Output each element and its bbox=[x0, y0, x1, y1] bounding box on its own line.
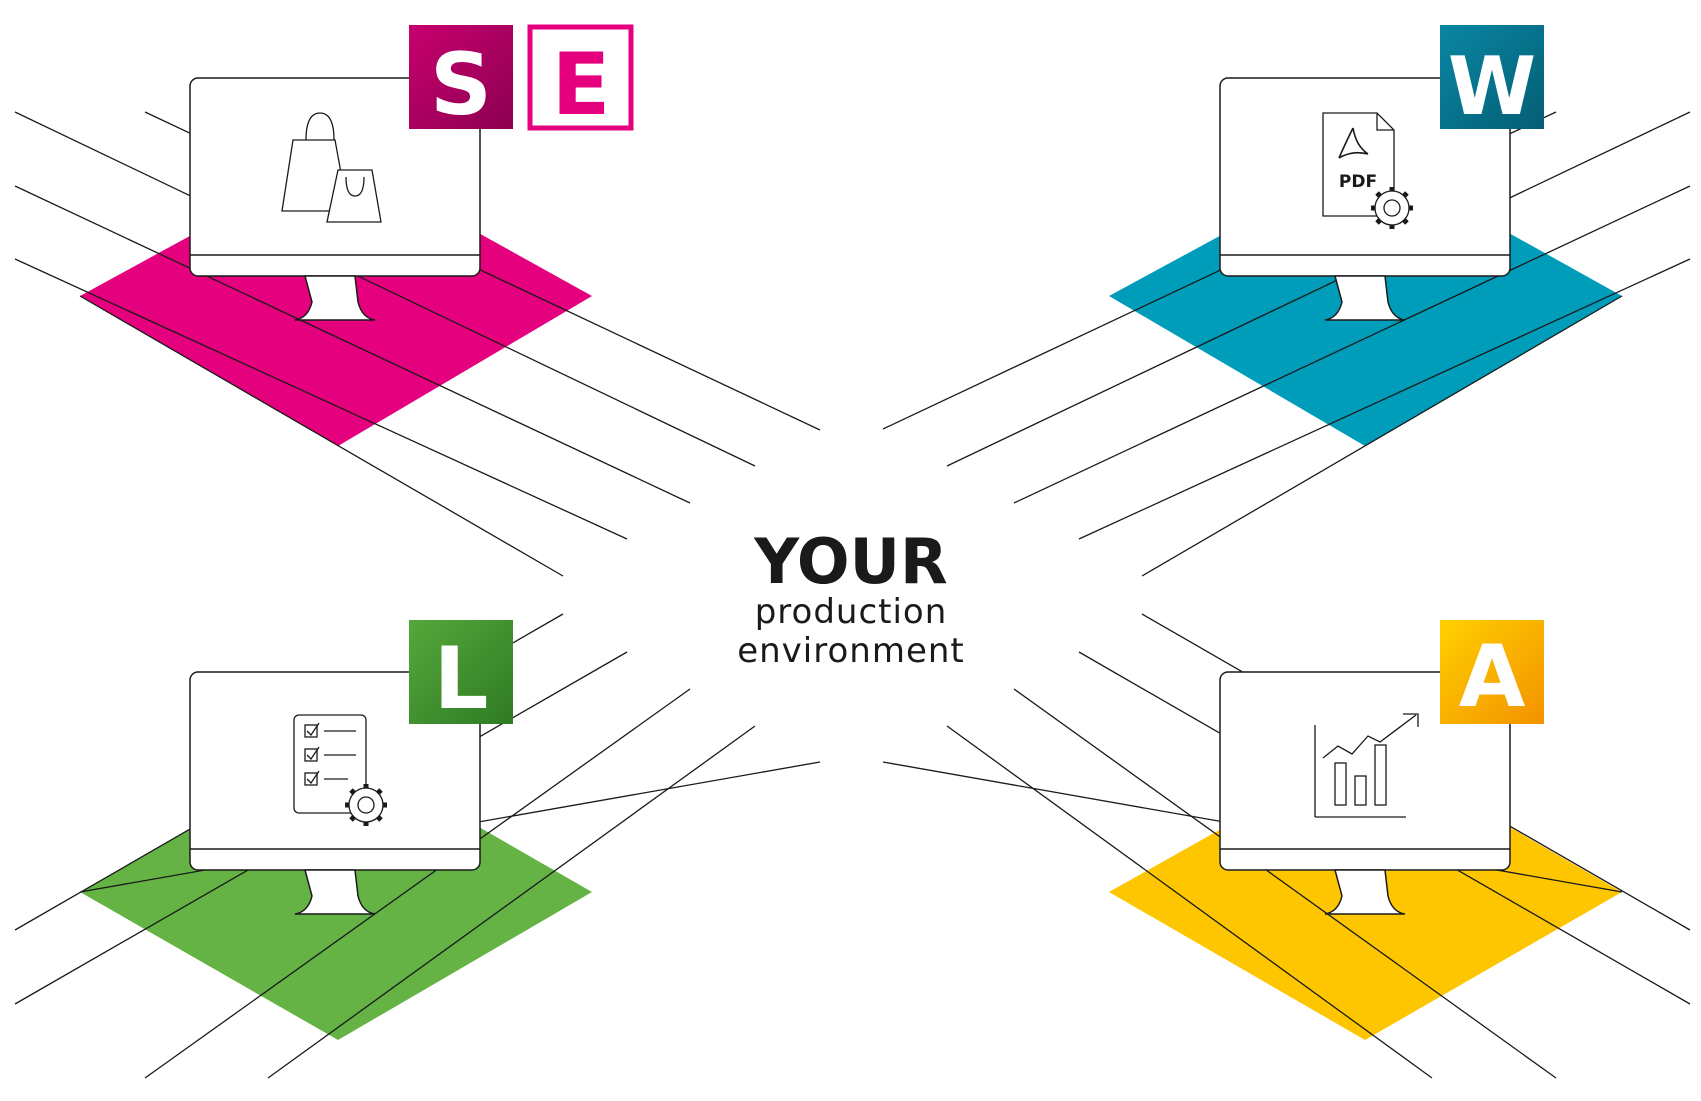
center-line-2: environment bbox=[737, 631, 965, 671]
gear-icon bbox=[1371, 187, 1413, 229]
badge-e-letter: E bbox=[552, 35, 611, 135]
badge-w-letter: W bbox=[1448, 40, 1536, 133]
badge-a: A bbox=[1440, 620, 1544, 727]
shopping-bags-icon bbox=[281, 112, 382, 223]
badge-a-letter: A bbox=[1459, 627, 1526, 727]
quadrant-bottom-left: L bbox=[14, 613, 821, 1079]
acrobat-glyph bbox=[1338, 127, 1369, 159]
quadrant-top-left: S E bbox=[14, 24, 821, 577]
monitor-bottom-right bbox=[1219, 671, 1511, 915]
pdf-settings-icon: PDF bbox=[1322, 112, 1413, 229]
center-label: YOUR production environment bbox=[737, 525, 965, 671]
badge-l-letter: L bbox=[434, 629, 489, 729]
growth-chart-icon bbox=[1314, 713, 1419, 818]
quadrant-bottom-right: A bbox=[882, 613, 1691, 1079]
center-title: YOUR bbox=[753, 525, 947, 598]
badge-l: L bbox=[409, 620, 513, 729]
gear-icon bbox=[345, 784, 387, 826]
badge-s: S bbox=[409, 25, 513, 135]
badge-s-letter: S bbox=[430, 35, 492, 135]
center-line-1: production bbox=[755, 592, 948, 632]
quadrant-top-right: PDF W bbox=[882, 25, 1691, 577]
badge-w: W bbox=[1440, 25, 1544, 133]
badge-e: E bbox=[527, 24, 634, 135]
checklist-settings-icon bbox=[293, 714, 387, 826]
pdf-label: PDF bbox=[1339, 172, 1377, 192]
